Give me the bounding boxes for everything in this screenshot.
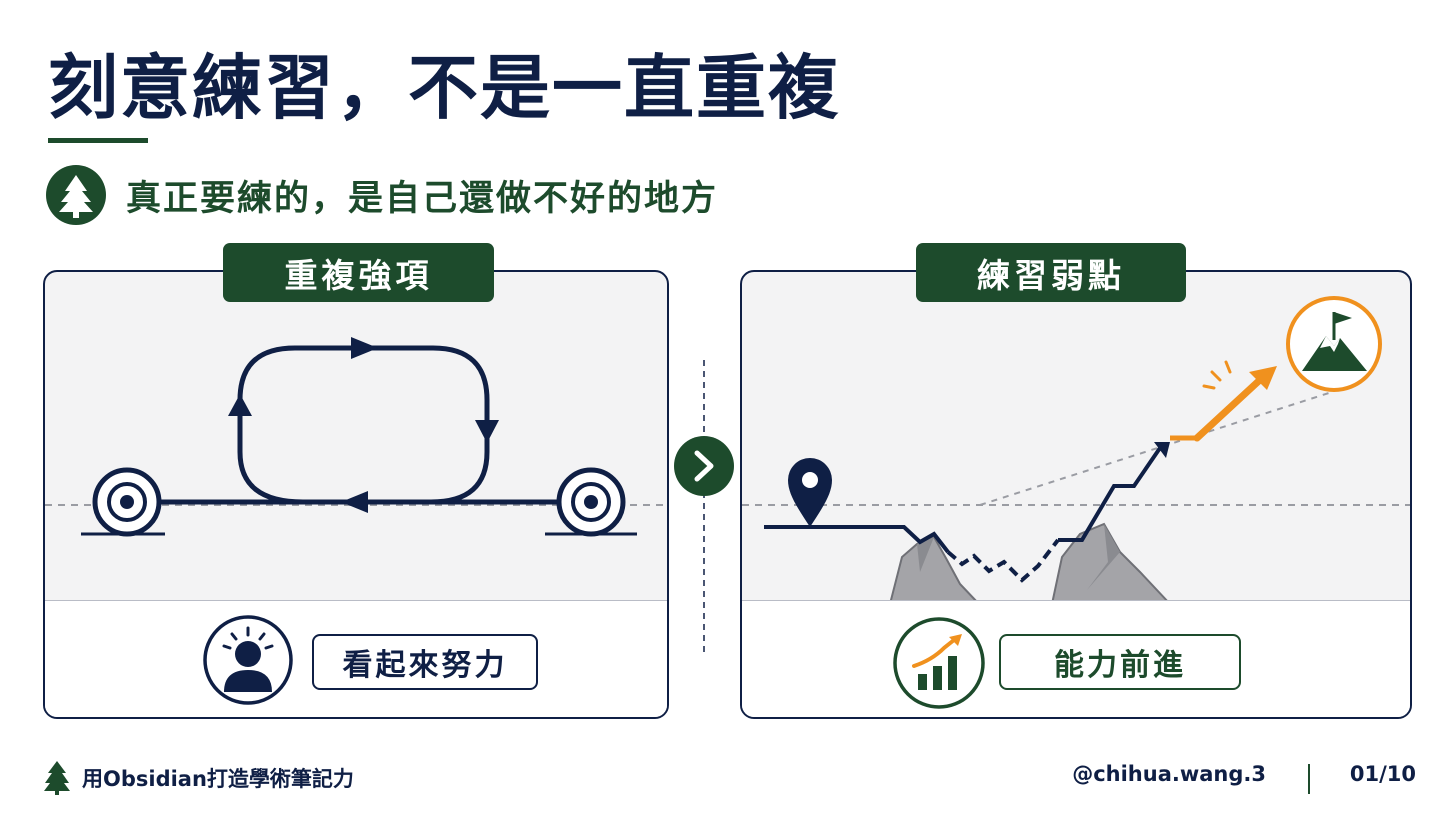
loop-diagram — [45, 337, 667, 537]
target-icon — [81, 467, 165, 537]
footer-brand: 用Obsidian打造學術筆記力 — [82, 767, 354, 791]
result-looks-hardworking: 看起來努力 — [312, 634, 538, 690]
trend-arrow-icon — [1193, 360, 1277, 442]
subtitle: 真正要練的，是自己還做不好的地方 — [126, 178, 719, 219]
pine-tree-icon — [44, 761, 70, 795]
stressed-person-icon — [203, 615, 293, 705]
footer-brand-row: 用Obsidian打造學術筆記力 — [44, 758, 354, 798]
loop-arrow-icon — [105, 337, 560, 513]
growth-chart-icon — [893, 617, 985, 709]
target-icon — [545, 467, 637, 537]
title-underline — [48, 138, 148, 143]
page-title: 刻意練習，不是一直重複 — [48, 47, 840, 129]
panel-divider — [703, 360, 705, 655]
footer-handle: @chihua.wang.3 — [1072, 762, 1266, 786]
tab-practice-weakness: 練習弱點 — [916, 243, 1186, 302]
tab-repeat-strengths: 重複強項 — [223, 243, 494, 302]
mountain-flag-icon — [1286, 296, 1382, 392]
chevron-right-icon — [674, 436, 734, 496]
page-number: 01/10 — [1349, 762, 1416, 786]
pine-tree-icon — [46, 165, 106, 225]
subtitle-row: 真正要練的，是自己還做不好的地方 — [46, 164, 718, 226]
footer-separator — [1308, 764, 1310, 794]
result-ability-progress: 能力前進 — [999, 634, 1241, 690]
growth-path-diagram — [742, 296, 1410, 605]
location-pin-icon — [788, 458, 832, 527]
